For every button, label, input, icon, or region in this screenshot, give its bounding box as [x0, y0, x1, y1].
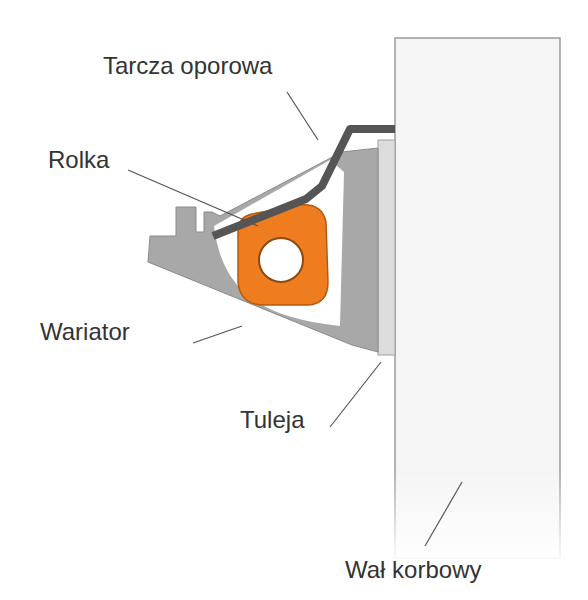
part-label: Rolka	[48, 146, 109, 174]
variator	[148, 148, 378, 352]
part-label: Tuleja	[240, 406, 304, 434]
part-label: Wał korbowy	[345, 556, 481, 584]
part-label: Wariator	[40, 318, 130, 346]
thrust-plate	[213, 129, 395, 236]
leader-lines	[128, 92, 462, 546]
bushing	[378, 140, 395, 355]
part-label: Tarcza oporowa	[103, 52, 272, 80]
crankshaft	[390, 38, 570, 565]
